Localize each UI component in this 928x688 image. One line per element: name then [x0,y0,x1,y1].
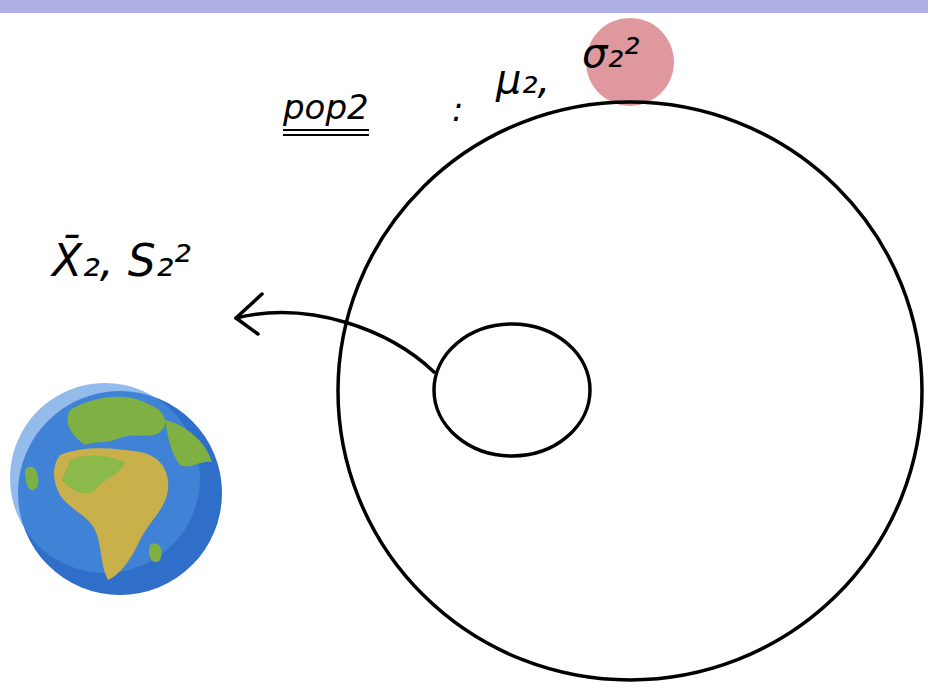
earth-icon [10,383,222,595]
sample-arrow [236,294,434,372]
population-mean: μ₂, [496,56,550,102]
top-bar [0,0,928,13]
population-circle: pop2:μ₂,σ₂²X̄₂, S₂² [336,100,924,682]
separator: : [452,90,463,129]
circle-outline [432,322,592,458]
circle-outline [336,100,924,682]
sample-circle: X̄₂, S₂² [432,322,592,458]
population-variance: σ₂² [582,30,639,76]
population-name: pop2 [283,88,369,136]
sample-statistics: X̄₂, S₂² [52,236,191,287]
